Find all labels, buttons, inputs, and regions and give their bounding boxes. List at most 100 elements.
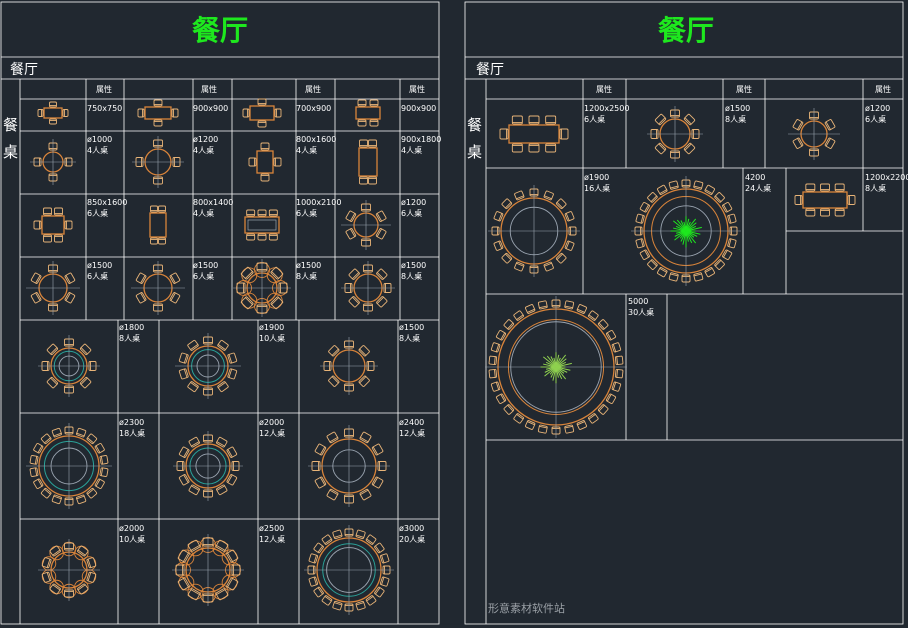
chair <box>501 198 513 210</box>
left-seats: 12人桌 <box>259 534 285 544</box>
chair <box>376 296 388 308</box>
right-title: 餐厅 <box>658 14 714 47</box>
chair <box>792 119 804 131</box>
left-seats: 20人桌 <box>399 534 425 544</box>
plant-leaf <box>685 230 701 235</box>
left-spec: 850x1600 <box>87 198 127 207</box>
left-spec: ø3000 <box>399 524 424 533</box>
chair <box>559 128 569 140</box>
chair <box>365 534 377 545</box>
chair <box>514 190 525 201</box>
chair <box>226 474 238 486</box>
right-side-label-2: 桌 <box>467 143 482 161</box>
chair <box>722 202 733 213</box>
chair <box>503 319 515 330</box>
right-seats: 6人桌 <box>584 114 605 124</box>
chair <box>49 583 61 595</box>
left-header-3: 属性 <box>305 84 321 94</box>
chair <box>635 238 645 249</box>
chair <box>834 183 845 192</box>
chair <box>375 210 387 222</box>
chair <box>260 173 270 182</box>
chair <box>216 484 228 496</box>
chair <box>379 576 390 587</box>
left-seats: 12人桌 <box>259 428 285 438</box>
chair <box>37 109 44 117</box>
plant-leaf <box>672 220 687 232</box>
plant-leaf <box>542 356 557 368</box>
chair <box>215 539 229 552</box>
chair <box>635 213 645 224</box>
chair <box>137 108 145 118</box>
plant-leaf <box>555 366 567 380</box>
chair <box>313 586 324 598</box>
left-seats: 6人桌 <box>87 208 108 218</box>
left-header-1: 属性 <box>96 84 112 94</box>
left-spec: 900x900 <box>193 104 228 113</box>
chair <box>513 413 524 424</box>
chair <box>270 266 284 280</box>
chair <box>683 113 696 126</box>
chair <box>171 108 179 118</box>
chair <box>187 381 199 393</box>
chair <box>215 588 229 601</box>
chair <box>647 259 658 270</box>
chair <box>365 595 377 606</box>
chair <box>794 195 803 205</box>
chair <box>495 393 507 404</box>
chair <box>834 208 845 217</box>
chair <box>46 343 58 355</box>
left-spec: 800x1600 <box>296 135 336 144</box>
chair <box>493 240 504 251</box>
chair <box>537 300 548 310</box>
chair <box>321 595 333 606</box>
plant-leaf <box>555 366 571 371</box>
left-seats: 6人桌 <box>401 208 422 218</box>
left-seats: 8人桌 <box>119 333 140 343</box>
chair <box>158 205 166 213</box>
left-seats: 8人桌 <box>296 271 317 281</box>
right-spec: 5000 <box>628 297 648 306</box>
chair <box>216 436 228 448</box>
chair <box>273 157 282 167</box>
chair <box>62 109 69 117</box>
chair <box>49 101 57 108</box>
right-seats: 24人桌 <box>745 183 771 193</box>
chair <box>54 207 63 216</box>
chair <box>217 339 229 351</box>
chair <box>493 211 504 222</box>
left-spec: ø1900 <box>259 323 284 332</box>
left-spec: 1000x2100 <box>296 198 341 207</box>
left-spec: ø1200 <box>193 135 218 144</box>
chair <box>588 413 599 424</box>
chair <box>30 292 42 304</box>
chair <box>226 446 238 458</box>
right-header-3: 属性 <box>875 84 891 94</box>
chair <box>80 343 92 355</box>
chair <box>80 377 92 389</box>
left-spec: ø1200 <box>401 198 426 207</box>
chair <box>605 393 617 404</box>
left-spec: 700x900 <box>296 104 331 113</box>
chair <box>824 137 836 149</box>
chair <box>490 381 501 392</box>
left-spec: 800x1400 <box>193 198 233 207</box>
chair <box>358 345 370 357</box>
plant-leaf <box>546 355 557 368</box>
right-spec: ø1500 <box>725 104 750 113</box>
table-top <box>144 106 172 120</box>
chair <box>525 304 536 314</box>
chair <box>169 272 181 284</box>
chair <box>76 494 87 505</box>
right-seats: 16人桌 <box>584 183 610 193</box>
chair <box>169 292 181 304</box>
chair <box>668 180 679 190</box>
left-spec: ø2400 <box>399 418 424 427</box>
table-top <box>358 147 378 177</box>
left-seats: 4人桌 <box>193 145 214 155</box>
chair <box>614 368 624 379</box>
chair <box>611 342 622 353</box>
chair <box>371 443 384 456</box>
left-seats: 6人桌 <box>87 271 108 281</box>
chair <box>511 115 523 125</box>
